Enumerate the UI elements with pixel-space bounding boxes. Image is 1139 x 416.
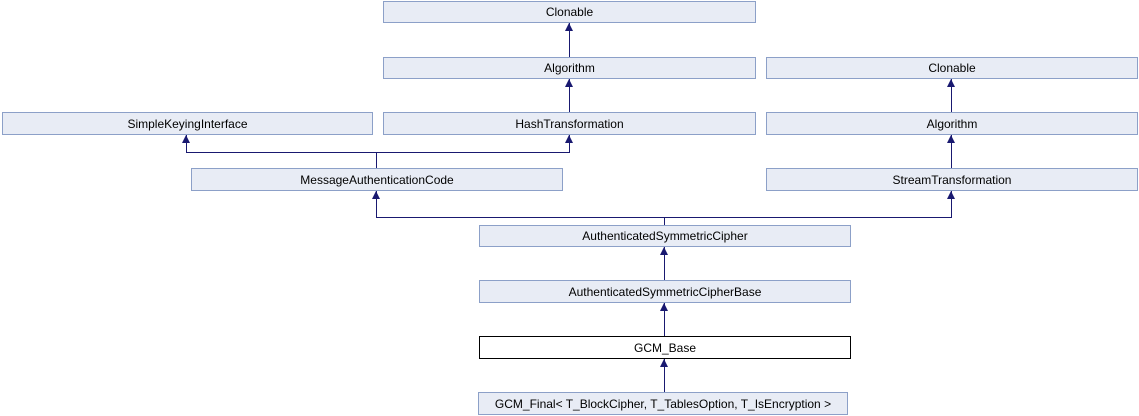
class-box-clonable-top[interactable]: Clonable [383,1,756,23]
class-box-message-authentication-code[interactable]: MessageAuthenticationCode [191,168,563,191]
arrowhead-up-icon [660,247,668,255]
edge-line [951,135,952,168]
edge-line [664,247,665,280]
arrowhead-up-icon [565,79,573,87]
class-box-gcm-final[interactable]: GCM_Final< T_BlockCipher, T_TablesOption… [478,392,848,415]
class-box-stream-transformation[interactable]: StreamTransformation [766,168,1138,191]
class-box-authenticated-symmetric-cipher-base[interactable]: AuthenticatedSymmetricCipherBase [479,280,851,303]
edge-line [376,152,377,168]
class-box-algorithm-center[interactable]: Algorithm [383,57,756,79]
arrowhead-up-icon [565,135,573,143]
edge-line [951,191,952,217]
edge-line [186,152,570,153]
edge-line [569,79,570,112]
arrowhead-up-icon [182,135,190,143]
class-box-authenticated-symmetric-cipher[interactable]: AuthenticatedSymmetricCipher [479,225,851,247]
edge-line [376,191,377,217]
edge-line [664,359,665,392]
edge-line [664,217,665,225]
arrowhead-up-icon [660,359,668,367]
class-box-clonable-right[interactable]: Clonable [766,57,1138,79]
edge-line [664,303,665,336]
edge-line [951,79,952,112]
class-box-simple-keying-interface[interactable]: SimpleKeyingInterface [2,112,373,135]
edge-line [569,23,570,57]
arrowhead-up-icon [947,79,955,87]
class-box-gcm-base-current: GCM_Base [479,336,851,359]
edge-line [569,135,570,152]
arrowhead-up-icon [947,191,955,199]
arrowhead-up-icon [947,135,955,143]
class-box-hash-transformation[interactable]: HashTransformation [383,112,756,135]
arrowhead-up-icon [660,303,668,311]
edge-line [186,135,187,152]
class-box-algorithm-right[interactable]: Algorithm [766,112,1138,135]
arrowhead-up-icon [565,23,573,31]
arrowhead-up-icon [372,191,380,199]
